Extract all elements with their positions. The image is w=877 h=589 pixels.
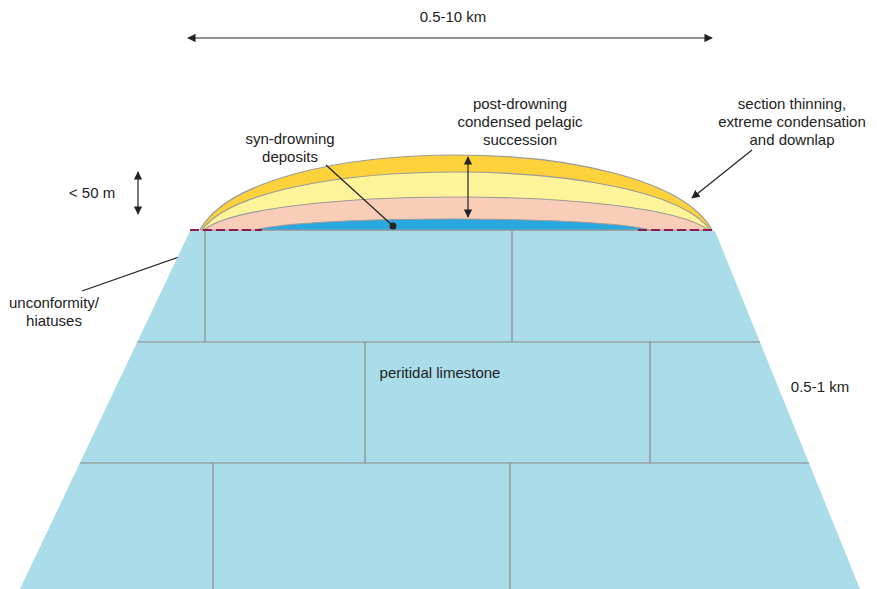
width-label: 0.5-10 km xyxy=(393,8,513,26)
succession-thickness xyxy=(467,157,468,217)
trapezoid-fill xyxy=(20,231,860,589)
pelagic-layer-lower xyxy=(204,197,708,230)
width-dimension xyxy=(188,37,712,38)
joint-line xyxy=(364,342,365,463)
leader-dot xyxy=(390,223,397,230)
joint-line xyxy=(511,231,512,342)
unconformity-label: unconformity/ hiatuses xyxy=(4,294,104,330)
bedding-line xyxy=(137,341,760,342)
platform-block: peritidal limestone xyxy=(20,231,860,589)
thickness-dimension xyxy=(137,172,138,214)
pelagic-layer-middle xyxy=(202,172,710,230)
thickness-label: < 50 m xyxy=(52,184,132,202)
joint-line xyxy=(212,463,213,589)
downlap-leader xyxy=(692,150,752,198)
joint-line xyxy=(509,463,510,589)
pelagic-layer-upper xyxy=(200,155,712,230)
joint-line xyxy=(204,231,205,342)
bedding-line xyxy=(80,462,809,463)
height-label: 0.5-1 km xyxy=(780,378,860,396)
syn-drowning-layer xyxy=(255,219,650,230)
limestone-trapezoid xyxy=(20,231,860,589)
syn-drowning-leader xyxy=(326,165,393,226)
platform-label: peritidal limestone xyxy=(380,364,501,382)
syn-drowning-label: syn-drowning deposits xyxy=(240,130,340,166)
downlap-note: section thinning, extreme condensation a… xyxy=(716,95,868,149)
succession-label: post-drowning condensed pelagic successi… xyxy=(445,95,595,149)
joint-line xyxy=(649,342,650,463)
